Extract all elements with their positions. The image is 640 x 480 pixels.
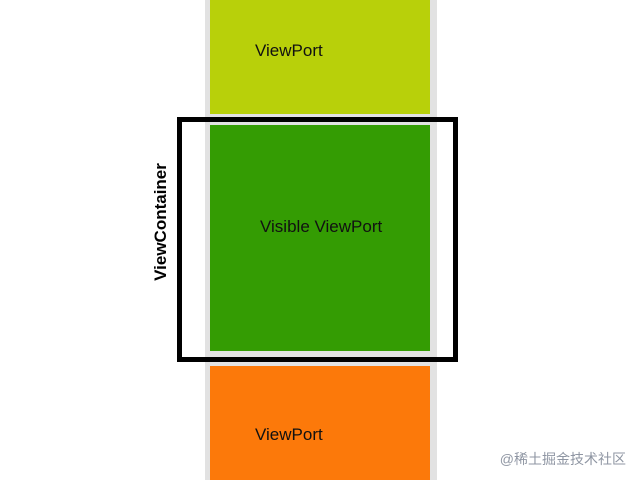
watermark: @稀土掘金技术社区 (499, 451, 626, 467)
viewport-visible: Visible ViewPort (210, 125, 430, 351)
view-container-frame (177, 117, 458, 362)
viewport-top-label: ViewPort (255, 41, 323, 60)
viewport-visible-label: Visible ViewPort (260, 217, 383, 236)
view-container-label: ViewContainer (151, 163, 170, 281)
viewport-top: ViewPort (210, 0, 430, 114)
viewport-bottom: ViewPort (210, 366, 430, 480)
viewport-bottom-label: ViewPort (255, 425, 323, 444)
